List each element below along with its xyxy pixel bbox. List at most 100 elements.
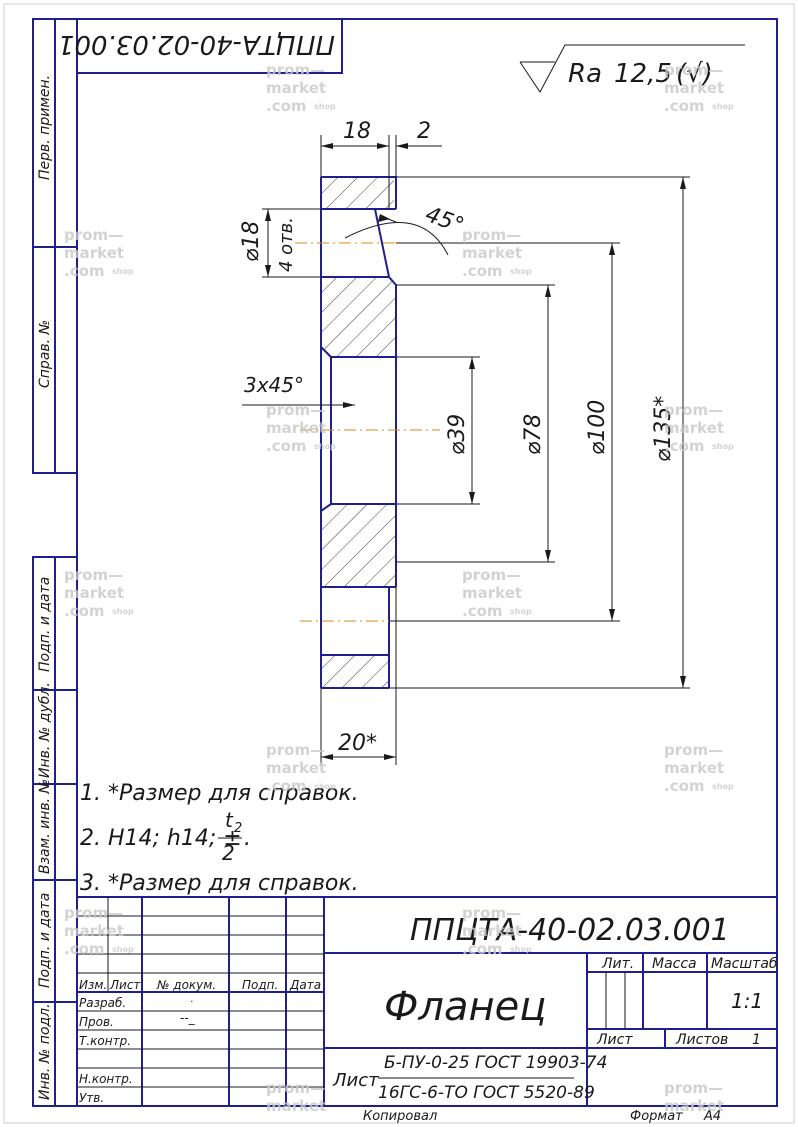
svg-text:market: market bbox=[266, 419, 326, 437]
note-3: 3. *Размер для справок. bbox=[80, 871, 359, 896]
svg-text:prom—: prom— bbox=[664, 401, 723, 419]
note-2-num: t bbox=[225, 808, 234, 832]
svg-text:prom—: prom— bbox=[64, 226, 123, 244]
svg-text:prom—: prom— bbox=[266, 61, 325, 79]
svg-text:market: market bbox=[664, 419, 724, 437]
dimension-lines bbox=[242, 135, 690, 765]
tb-header-data: Дата bbox=[289, 978, 321, 992]
svg-text:prom—: prom— bbox=[266, 741, 325, 759]
watermark: prom— market .com shop bbox=[64, 904, 134, 958]
tb-copied: Копировал bbox=[363, 1109, 437, 1124]
dim-angle: 45° bbox=[422, 202, 467, 239]
dim-hole-dia: ⌀18 bbox=[239, 221, 264, 262]
svg-text:.com: .com bbox=[462, 940, 503, 958]
svg-text:.com: .com bbox=[664, 777, 705, 795]
dim-bore-dia: ⌀39 bbox=[445, 414, 470, 455]
svg-text:prom—: prom— bbox=[462, 904, 521, 922]
svg-text:shop: shop bbox=[712, 782, 734, 791]
tb-header-izm: Изм. bbox=[79, 978, 107, 992]
svg-text:market: market bbox=[64, 922, 124, 940]
note-2-prefix: 2. H14; h14; ± bbox=[80, 826, 242, 851]
tb-prov-mark: --_ bbox=[180, 1011, 196, 1025]
tb-designation: ППЦТА-40-02.03.001 bbox=[410, 913, 730, 948]
svg-text:.com: .com bbox=[462, 262, 503, 280]
svg-text:market: market bbox=[462, 584, 522, 602]
svg-text:prom—: prom— bbox=[664, 741, 723, 759]
svg-text:market: market bbox=[664, 759, 724, 777]
dim-d100: ⌀100 bbox=[585, 400, 610, 455]
dim-chamfer-bore: 3x45° bbox=[244, 373, 304, 397]
dim-d78: ⌀78 bbox=[521, 414, 546, 455]
tb-row-utv: Утв. bbox=[79, 1091, 104, 1105]
watermark: prom— market .com shop bbox=[266, 401, 336, 455]
svg-text:shop: shop bbox=[314, 442, 336, 451]
title-block bbox=[77, 896, 777, 1106]
svg-text:market: market bbox=[64, 584, 124, 602]
svg-text:market: market bbox=[462, 922, 522, 940]
svg-text:market: market bbox=[664, 79, 724, 97]
side-label-vzam-inv: Взам. инв. № bbox=[37, 779, 53, 874]
svg-text:prom—: prom— bbox=[664, 61, 723, 79]
tb-masshtab: Масштаб bbox=[711, 956, 778, 972]
watermark: prom— market .com shop bbox=[664, 741, 734, 795]
watermarks: prom— market .com shop prom— market .com… bbox=[64, 61, 734, 1115]
tb-massa: Масса bbox=[652, 956, 697, 972]
tb-material-prefix: Лист bbox=[332, 1070, 379, 1091]
watermark: prom— market .com shop bbox=[266, 61, 336, 115]
flange-section bbox=[320, 176, 397, 689]
dim-thickness-top: 18 bbox=[343, 119, 371, 144]
svg-text:shop: shop bbox=[712, 102, 734, 111]
svg-text:market: market bbox=[462, 244, 522, 262]
side-label-podp-data-2: Подп. и дата bbox=[37, 893, 53, 988]
svg-text:shop: shop bbox=[112, 607, 134, 616]
svg-text:prom—: prom— bbox=[462, 566, 521, 584]
svg-text:.com: .com bbox=[64, 602, 105, 620]
tb-format-label: Формат bbox=[630, 1109, 683, 1124]
svg-text:.com: .com bbox=[64, 940, 105, 958]
roughness-symbol: Ra 12,5 (√) bbox=[519, 44, 745, 93]
roughness-suffix: (√) bbox=[676, 59, 713, 89]
watermark: prom— market bbox=[664, 1079, 724, 1115]
svg-text:shop: shop bbox=[510, 945, 532, 954]
note-2-sub: 2 bbox=[234, 821, 242, 836]
tb-row-nkontr: Н.контр. bbox=[79, 1072, 133, 1086]
side-label-sprav-no: Справ. № bbox=[37, 320, 53, 388]
watermark: prom— market .com shop bbox=[64, 566, 134, 620]
svg-text:shop: shop bbox=[314, 102, 336, 111]
svg-text:shop: shop bbox=[510, 267, 532, 276]
svg-text:shop: shop bbox=[510, 607, 532, 616]
tb-razrab-mark: · bbox=[190, 997, 193, 1008]
svg-text:market: market bbox=[64, 244, 124, 262]
dim-thickness-bottom: 20* bbox=[338, 731, 377, 756]
technical-notes: 1. *Размер для справок. 2. H14; h14; ± t… bbox=[80, 781, 359, 896]
title-block-text: ППЦТА-40-02.03.001 Фланец Изм. Лист № до… bbox=[79, 913, 778, 1124]
tb-row-tkontr: Т.контр. bbox=[79, 1034, 131, 1048]
watermark: prom— market .com shop bbox=[266, 741, 336, 795]
svg-text:shop: shop bbox=[314, 782, 336, 791]
watermark: prom— market .com shop bbox=[462, 904, 532, 958]
dim-hole-count: 4 отв. bbox=[276, 217, 297, 272]
tb-lit: Лит. bbox=[601, 956, 634, 972]
svg-text:.com: .com bbox=[266, 437, 307, 455]
watermark: prom— market .com shop bbox=[462, 566, 532, 620]
side-label-podp-data-1: Подп. и дата bbox=[37, 577, 53, 672]
mirrored-designation: ППЦТА-40-02.03.001 bbox=[58, 29, 335, 59]
tb-part-name: Фланец bbox=[384, 984, 547, 1030]
svg-text:.com: .com bbox=[266, 97, 307, 115]
tb-sheet-label: Лист bbox=[596, 1032, 633, 1048]
tb-material-line2: 16ГС-6-ТО ГОСТ 5520-89 bbox=[378, 1083, 595, 1103]
roughness-value: 12,5 bbox=[614, 59, 672, 89]
svg-text:shop: shop bbox=[712, 442, 734, 451]
svg-text:shop: shop bbox=[112, 945, 134, 954]
tb-row-prov: Пров. bbox=[79, 1015, 114, 1029]
svg-text:prom—: prom— bbox=[266, 1079, 325, 1097]
tb-scale-value: 1:1 bbox=[731, 989, 763, 1013]
svg-text:market: market bbox=[266, 759, 326, 777]
svg-text:.com: .com bbox=[664, 437, 705, 455]
svg-text:.com: .com bbox=[64, 262, 105, 280]
watermark: prom— market .com shop bbox=[462, 226, 532, 280]
svg-text:prom—: prom— bbox=[64, 904, 123, 922]
watermark: prom— market .com shop bbox=[664, 401, 734, 455]
sheet-frame bbox=[3, 3, 795, 1124]
note-2-den: 2 bbox=[222, 841, 235, 865]
